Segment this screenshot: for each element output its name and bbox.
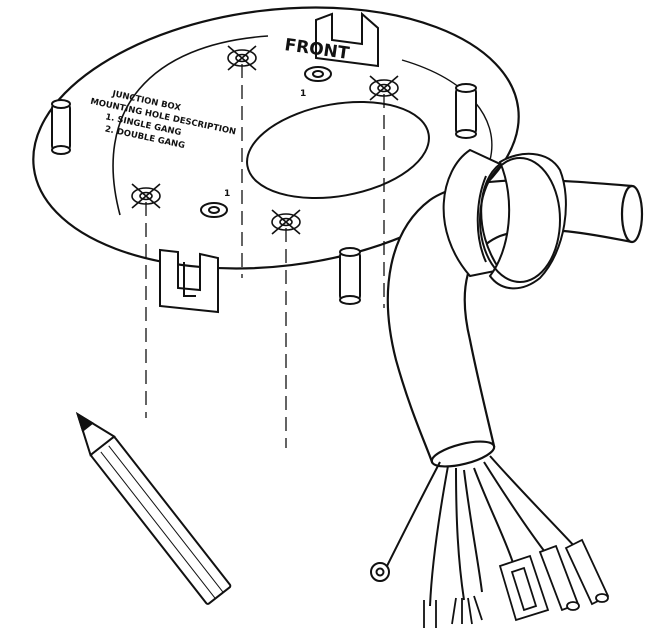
cable-bundle-icon bbox=[386, 179, 644, 468]
screw-holes bbox=[131, 45, 399, 235]
guide-lines bbox=[145, 64, 385, 448]
wire-ends bbox=[423, 538, 610, 628]
ring-terminal-icon bbox=[370, 562, 390, 582]
hole-mark-1: 1 bbox=[300, 89, 306, 99]
standoff-posts bbox=[51, 83, 477, 305]
hole-mark-2: 1 bbox=[224, 189, 230, 199]
pencil-icon bbox=[75, 411, 232, 605]
wires bbox=[385, 455, 577, 607]
mounting-tabs bbox=[159, 11, 379, 314]
washers bbox=[200, 66, 332, 218]
cable-grommet-icon bbox=[442, 148, 567, 290]
